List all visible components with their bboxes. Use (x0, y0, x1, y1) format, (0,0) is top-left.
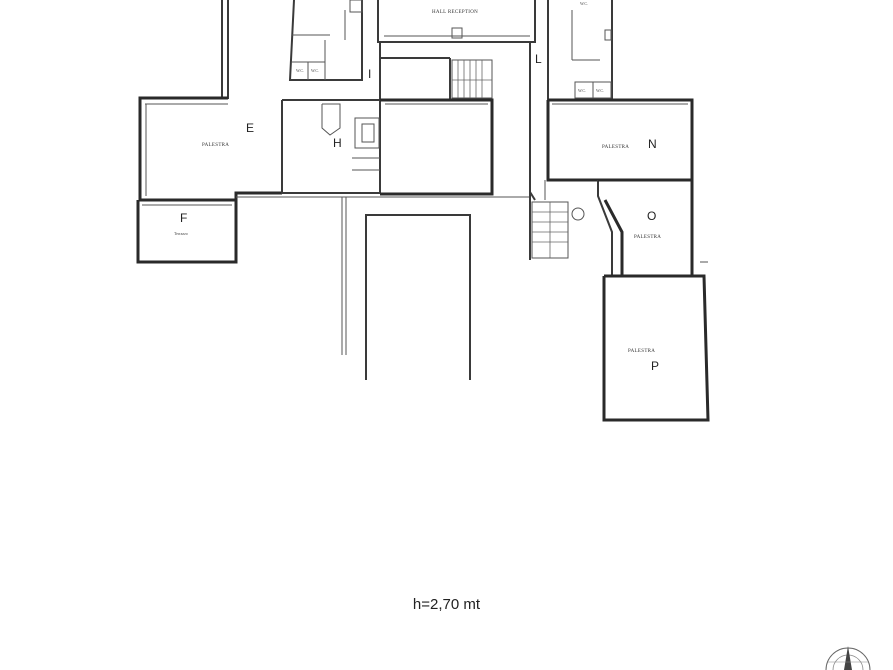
room-e-label: PALESTRA (202, 143, 229, 148)
north-arrow-icon (825, 646, 871, 670)
right-corridor (529, 180, 613, 275)
room-p-label: PALESTRA (628, 349, 655, 354)
wc-label-3: W.C. (578, 88, 586, 93)
room-f-label: Terrazzo (174, 231, 188, 236)
room-h: H (281, 99, 381, 194)
lower-staircase (531, 201, 585, 259)
room-letter-n: N (648, 137, 657, 151)
central-corridor: I L (368, 42, 542, 201)
room-e: E PALESTRA (138, 96, 282, 202)
room-p: P PALESTRA (602, 261, 710, 422)
room-f: F Terrazzo (136, 200, 238, 264)
wc-label-5: W.C. (580, 1, 588, 6)
upper-staircase (451, 59, 493, 99)
room-n-label: PALESTRA (602, 145, 629, 150)
central-room (380, 98, 494, 196)
wc-label-4: W.C. (596, 88, 604, 93)
room-letter-e: E (246, 121, 254, 135)
ceiling-height-note: h=2,70 mt (412, 596, 481, 613)
room-o-label: PALESTRA (634, 235, 661, 240)
room-letter-o: O (647, 209, 656, 223)
wc-label-1: W.C. (296, 68, 304, 73)
upper-left-wing: W.C. W.C. (221, 0, 363, 99)
room-letter-p: P (651, 359, 659, 373)
room-letter-f: F (180, 211, 187, 225)
upper-right-wing: W.C. W.C. W.C. (547, 0, 613, 101)
room-letter-i: I (368, 67, 371, 81)
room-n: N PALESTRA (546, 98, 694, 182)
hall-reception-label: HALL RECEPTION (432, 10, 478, 15)
room-letter-h: H (333, 136, 342, 150)
room-letter-l: L (535, 52, 542, 66)
wc-label-2: W.C. (311, 68, 319, 73)
hall-reception: HALL RECEPTION (377, 0, 536, 43)
lower-open-area (236, 196, 530, 380)
